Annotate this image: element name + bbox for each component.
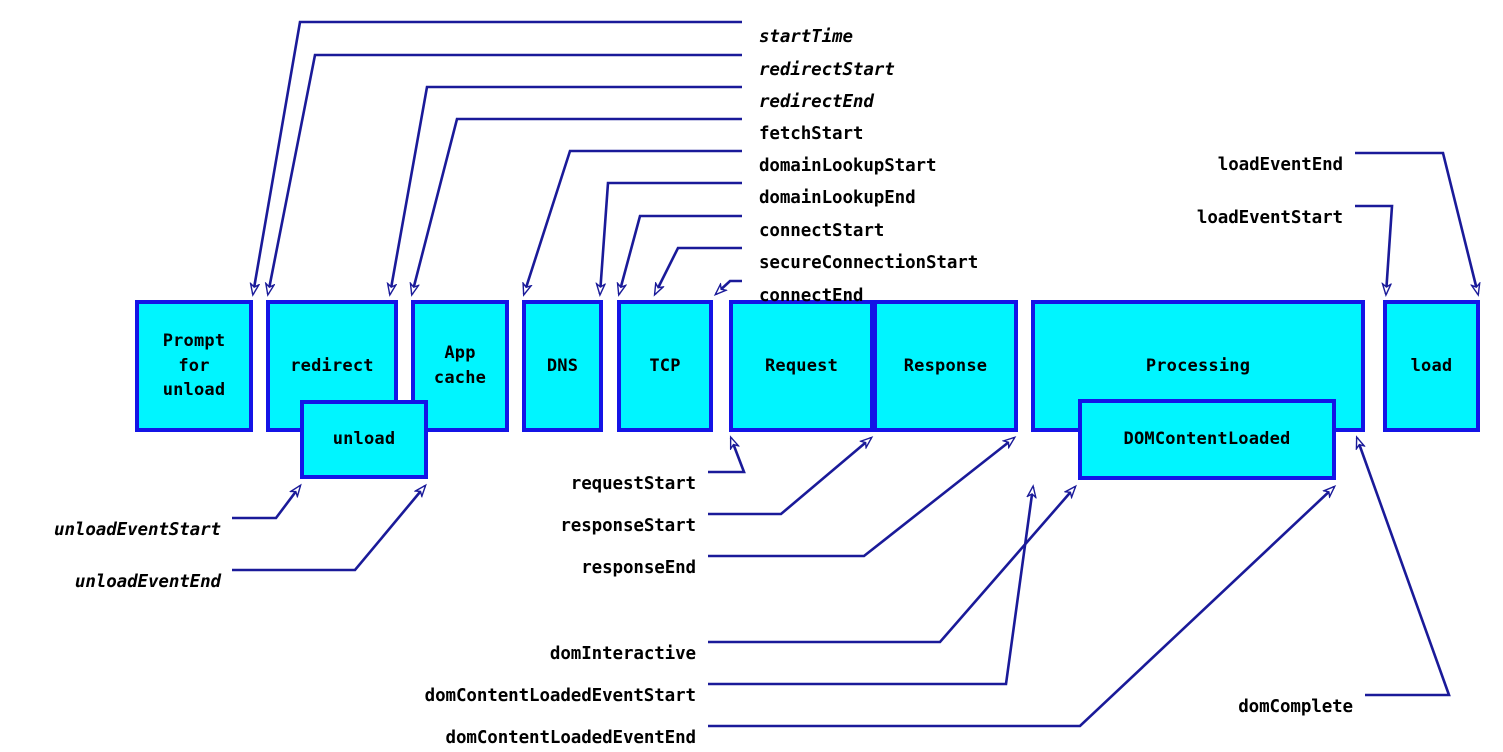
domainLookupStart-wire <box>524 149 742 294</box>
domComplete-wire <box>1357 438 1451 697</box>
startTime-wire <box>253 20 742 294</box>
event-box-unload: unload <box>300 400 428 479</box>
label-domContentLoadedEventStart: domContentLoadedEventStart <box>424 686 696 706</box>
unloadEventStart-wire <box>232 486 300 520</box>
label-fetchStart: fetchStart <box>759 124 864 144</box>
label-loadEventEnd: loadEventEnd <box>1217 155 1343 175</box>
label-connectEnd: connectEnd <box>759 286 864 306</box>
phase-box-label: TCP <box>649 355 681 376</box>
requestStart-wire <box>708 438 746 474</box>
phase-box-label: Prompt for unload <box>162 331 226 401</box>
phase-box-dns: DNS <box>522 300 603 432</box>
event-box-label: unload <box>332 429 396 450</box>
phase-box-response: Response <box>873 300 1018 432</box>
phase-box-label: DNS <box>546 355 579 376</box>
loadEventStart-wire <box>1355 204 1394 294</box>
phase-box-label: redirect <box>290 355 374 376</box>
domContentLoadedEventStart-wire <box>708 487 1033 686</box>
label-redirectEnd: redirectEnd <box>759 92 874 112</box>
label-startTime: startTime <box>759 27 853 47</box>
phase-box-label: Processing <box>1145 355 1251 376</box>
secureConnectionStart-wire <box>655 246 742 294</box>
label-domComplete: domComplete <box>1238 697 1353 717</box>
label-secureConnectionStart: secureConnectionStart <box>759 253 979 273</box>
connector-fetchStart <box>412 117 742 294</box>
loadEventEnd-wire <box>1355 151 1478 294</box>
label-domainLookupStart: domainLookupStart <box>759 156 937 176</box>
label-redirectStart: redirectStart <box>759 60 895 80</box>
label-loadEventStart: loadEventStart <box>1196 208 1343 228</box>
redirectEnd-wire <box>390 85 742 294</box>
unloadEventEnd-wire <box>232 486 425 572</box>
phase-box-load: load <box>1383 300 1480 432</box>
phase-box-label: Response <box>903 355 988 376</box>
label-responseEnd: responseEnd <box>581 558 696 578</box>
phase-box-tcp: TCP <box>617 300 713 432</box>
domainLookupEnd-wire <box>600 181 742 294</box>
label-domContentLoadedEventEnd: domContentLoadedEventEnd <box>445 728 697 748</box>
phase-box-request: Request <box>729 300 874 432</box>
redirectStart-wire <box>268 53 742 294</box>
phase-box-prompt-for-unload: Prompt for unload <box>135 300 253 432</box>
label-unloadEventStart: unloadEventStart <box>54 520 221 540</box>
event-box-label: DOMContentLoaded <box>1123 429 1291 450</box>
connectStart-wire <box>619 214 742 294</box>
domInteractive-wire <box>708 487 1075 644</box>
label-domainLookupEnd: domainLookupEnd <box>759 188 916 208</box>
label-responseStart: responseStart <box>560 516 696 536</box>
phase-box-app-cache: App cache <box>411 300 509 432</box>
responseEnd-wire <box>708 438 1014 558</box>
label-domInteractive: domInteractive <box>549 644 696 664</box>
responseStart-wire <box>708 438 871 516</box>
label-connectStart: connectStart <box>759 221 885 241</box>
phase-box-label: Request <box>764 355 839 376</box>
domContentLoadedEventEnd-wire <box>708 487 1334 728</box>
label-unloadEventEnd: unloadEventEnd <box>74 572 221 592</box>
phase-box-label: load <box>1410 355 1453 376</box>
phase-box-label: App cache <box>433 343 487 388</box>
event-box-domcontentloaded: DOMContentLoaded <box>1078 399 1336 480</box>
label-requestStart: requestStart <box>570 474 696 494</box>
connectEnd-wire <box>716 279 742 294</box>
